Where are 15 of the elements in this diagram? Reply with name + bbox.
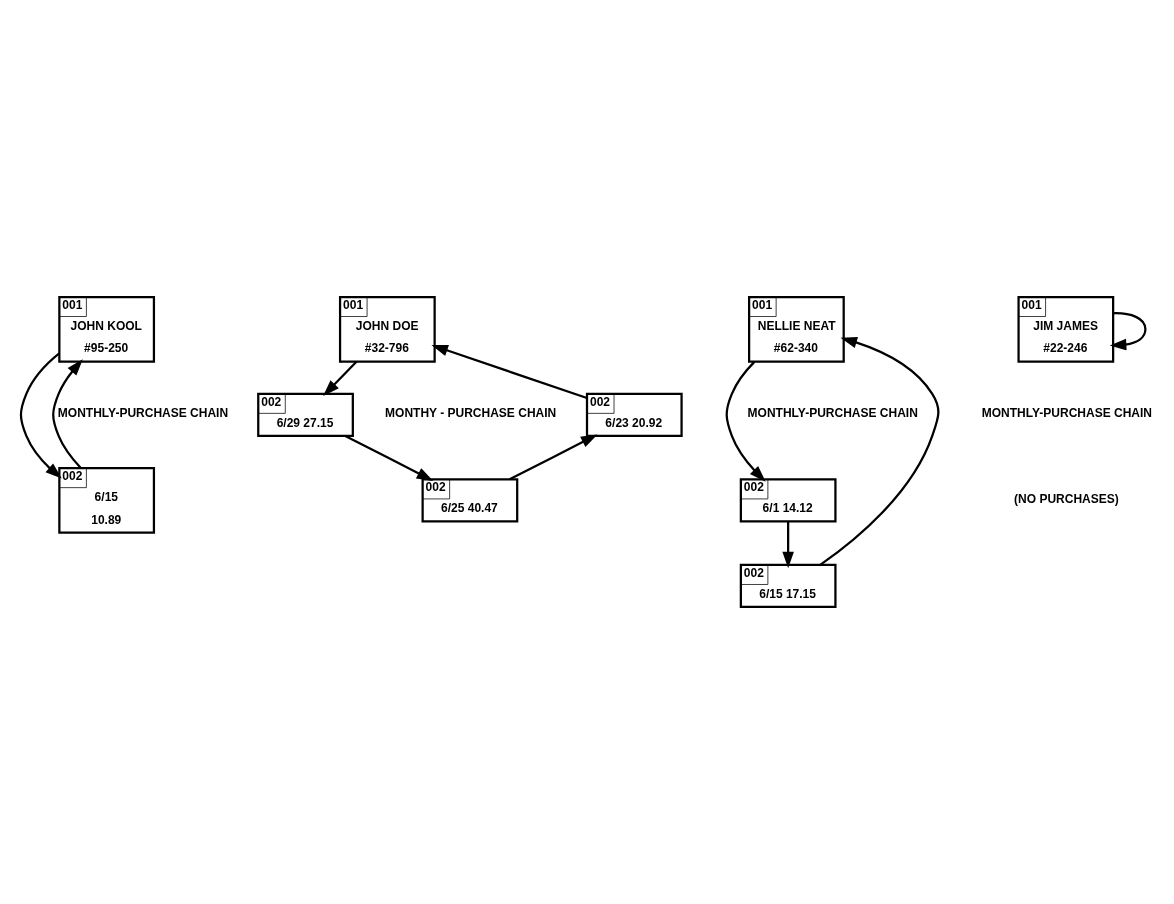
arrow (323, 360, 358, 397)
arrow (1109, 312, 1147, 351)
arrow (782, 521, 794, 569)
label: MONTHY - PURCHASE CHAIN (385, 405, 557, 420)
arrow (19, 352, 62, 479)
label: MONTHLY-PURCHASE CHAIN (747, 405, 918, 420)
arrow (52, 359, 83, 469)
arrow (725, 361, 766, 482)
label: MONTHLY-PURCHASE CHAIN (57, 405, 229, 420)
label: MONTHLY-PURCHASE CHAIN (981, 405, 1153, 420)
arrow (344, 434, 434, 481)
arrow (431, 344, 588, 400)
arrow (819, 336, 940, 566)
arrow (509, 434, 598, 481)
label: (NO PURCHASES) (1014, 491, 1119, 506)
